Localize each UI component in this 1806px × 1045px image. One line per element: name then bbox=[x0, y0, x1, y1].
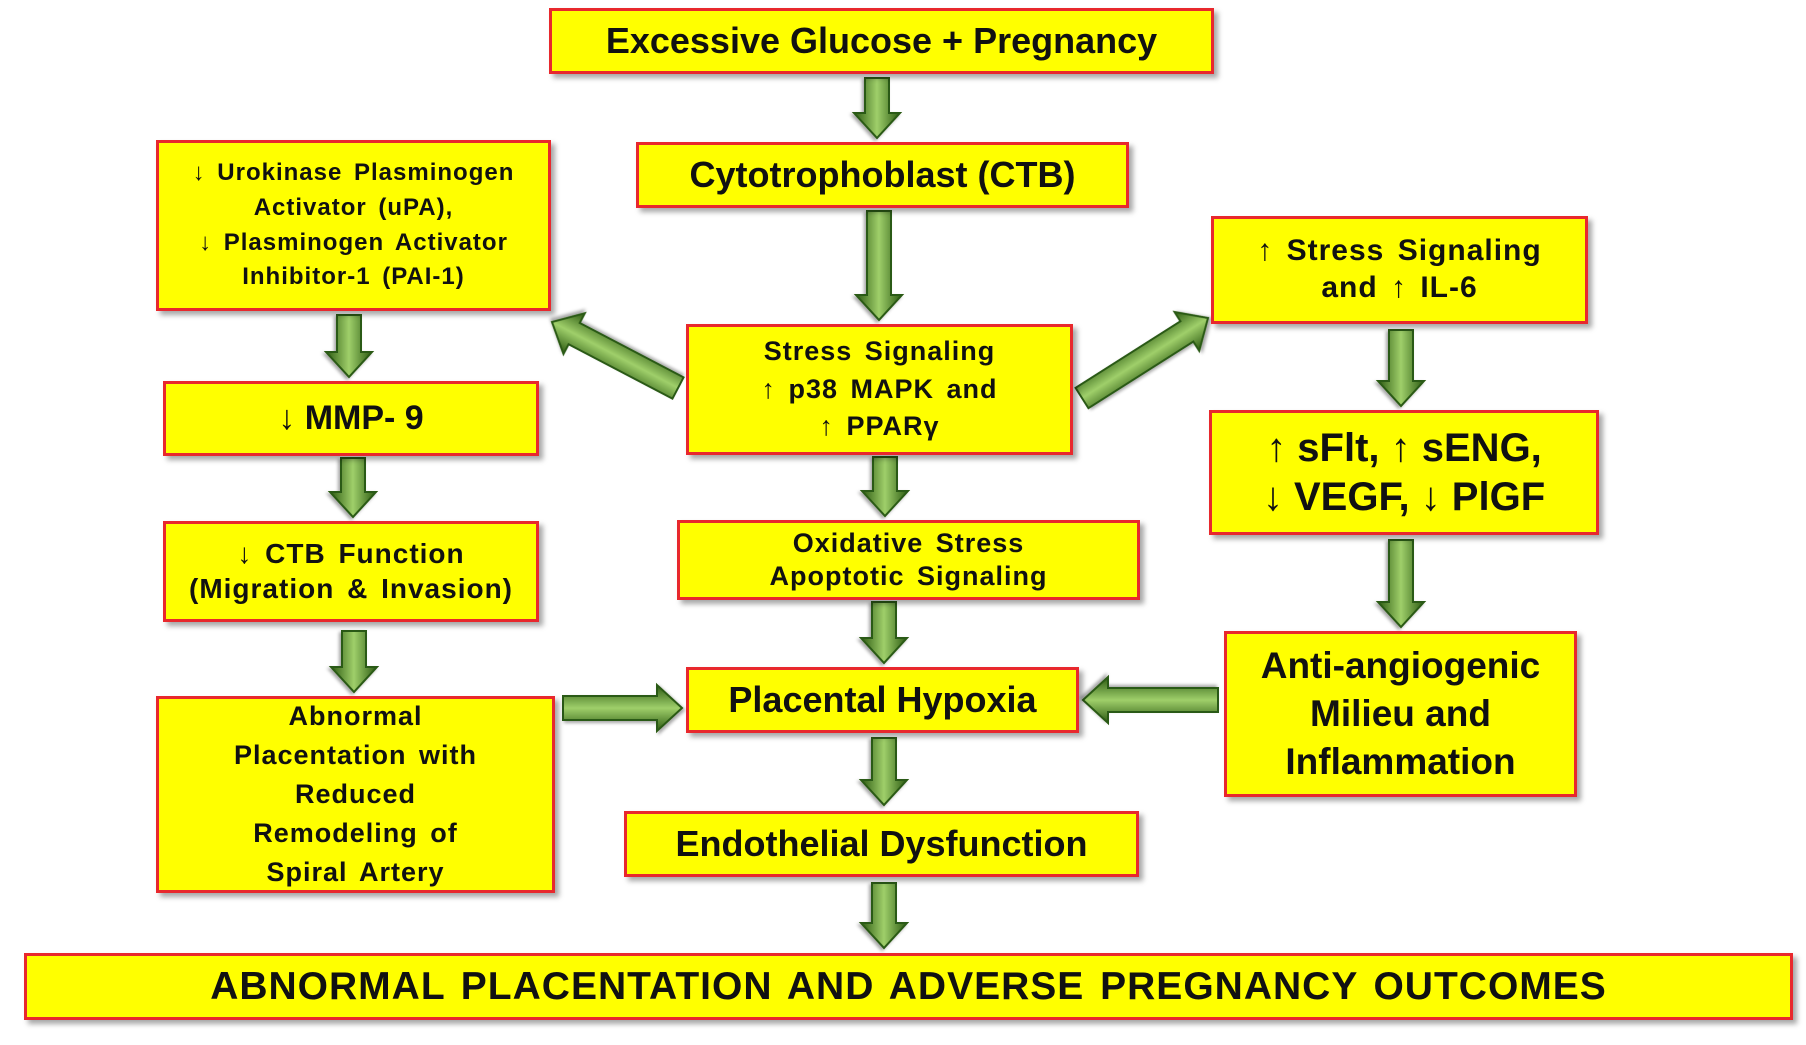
node-stress-center-line-3: ↑ PPARγ bbox=[819, 411, 940, 442]
arrow-hypoxia-to-endothelial bbox=[858, 737, 910, 807]
node-abnormal-placentation-line-5: Spiral Artery bbox=[266, 857, 445, 888]
block-arrow-shape bbox=[858, 737, 910, 807]
node-abnormal-placentation-line-2: Placentation with bbox=[233, 739, 478, 770]
node-abnormal-placentation-line-1: Abnormal bbox=[288, 700, 423, 731]
block-arrow-shape bbox=[1375, 329, 1427, 408]
node-glucose: Excessive Glucose + Pregnancy bbox=[549, 8, 1214, 74]
arrow-endothelial-to-outcome bbox=[858, 882, 910, 950]
block-arrow-shape bbox=[327, 457, 379, 519]
arrow-sflt-to-antiangiogenic bbox=[1375, 539, 1427, 629]
arrow-stress-center-to-upa bbox=[550, 311, 685, 400]
node-upa-line-2: Activator (uPA), bbox=[253, 193, 454, 221]
node-stress-center-line-1: Stress Signaling bbox=[763, 335, 996, 366]
block-arrow-shape bbox=[550, 311, 685, 400]
block-arrow-shape bbox=[1074, 310, 1210, 410]
node-outcome: ABNORMAL PLACENTATION AND ADVERSE PREGNA… bbox=[24, 953, 1793, 1020]
block-arrow-shape bbox=[328, 630, 380, 694]
arrow-stress-center-to-oxidative bbox=[859, 456, 911, 518]
node-upa-line-3: ↓ Plasminogen Activator bbox=[199, 228, 508, 256]
node-oxidative: Oxidative Stress Apoptotic Signaling bbox=[677, 520, 1140, 600]
node-ctb-line-1: Cytotrophoblast (CTB) bbox=[689, 154, 1076, 196]
block-arrow-shape bbox=[562, 682, 684, 734]
node-stress-center: Stress Signaling ↑ p38 MAPK and ↑ PPARγ bbox=[686, 324, 1073, 455]
node-sflt: ↑ sFlt, ↑ sENG, ↓ VEGF, ↓ PlGF bbox=[1209, 410, 1599, 535]
arrow-abnormal-placentation-to-hypoxia bbox=[562, 682, 684, 734]
node-outcome-line-1: ABNORMAL PLACENTATION AND ADVERSE PREGNA… bbox=[210, 964, 1607, 1008]
block-arrow-shape bbox=[851, 77, 903, 140]
node-abnormal-placentation: Abnormal Placentation with Reduced Remod… bbox=[156, 696, 555, 893]
node-hypoxia: Placental Hypoxia bbox=[686, 667, 1079, 733]
arrow-oxidative-to-hypoxia bbox=[858, 601, 910, 665]
node-oxidative-line-1: Oxidative Stress bbox=[792, 528, 1025, 559]
node-mmp9-line-1: ↓ MMP- 9 bbox=[278, 398, 424, 437]
node-antiangiogenic-line-2: Milieu and bbox=[1310, 692, 1491, 734]
node-upa-line-4: Inhibitor-1 (PAI-1) bbox=[242, 263, 465, 291]
node-antiangiogenic: Anti-angiogenic Milieu and Inflammation bbox=[1224, 631, 1577, 797]
node-stress-right-line-1: ↑ Stress Signaling bbox=[1257, 234, 1542, 268]
arrow-antiangiogenic-to-hypoxia bbox=[1081, 674, 1219, 726]
node-upa: ↓ Urokinase Plasminogen Activator (uPA),… bbox=[156, 140, 551, 311]
arrow-glucose-to-ctb bbox=[851, 77, 903, 140]
node-sflt-line-1: ↑ sFlt, ↑ sENG, bbox=[1266, 425, 1542, 470]
node-abnormal-placentation-line-4: Remodeling of bbox=[253, 818, 458, 849]
node-mmp9: ↓ MMP- 9 bbox=[163, 381, 539, 456]
block-arrow-shape bbox=[858, 601, 910, 665]
block-arrow-shape bbox=[1081, 674, 1219, 726]
node-glucose-line-1: Excessive Glucose + Pregnancy bbox=[605, 20, 1158, 62]
node-ctb-function-line-1: ↓ CTB Function bbox=[237, 538, 465, 570]
node-abnormal-placentation-line-3: Reduced bbox=[294, 778, 417, 809]
node-antiangiogenic-line-1: Anti-angiogenic bbox=[1260, 644, 1541, 686]
node-ctb-function: ↓ CTB Function (Migration & Invasion) bbox=[163, 521, 539, 622]
arrow-stress-right-to-sflt bbox=[1375, 329, 1427, 408]
node-endothelial-line-1: Endothelial Dysfunction bbox=[675, 823, 1088, 865]
block-arrow-shape bbox=[853, 210, 905, 322]
node-stress-right: ↑ Stress Signaling and ↑ IL-6 bbox=[1211, 216, 1588, 324]
arrow-upa-to-mmp9 bbox=[323, 314, 375, 379]
block-arrow-shape bbox=[1375, 539, 1427, 629]
arrow-ctb-to-stress-center bbox=[853, 210, 905, 322]
node-ctb-function-line-2: (Migration & Invasion) bbox=[189, 572, 513, 604]
arrow-ctb-function-to-abnormal-placentation bbox=[328, 630, 380, 694]
arrow-mmp9-to-ctb-function bbox=[327, 457, 379, 519]
node-ctb: Cytotrophoblast (CTB) bbox=[636, 142, 1129, 208]
node-upa-line-1: ↓ Urokinase Plasminogen bbox=[192, 158, 515, 186]
node-antiangiogenic-line-3: Inflammation bbox=[1285, 741, 1516, 783]
block-arrow-shape bbox=[323, 314, 375, 379]
block-arrow-shape bbox=[858, 882, 910, 950]
block-arrow-shape bbox=[859, 456, 911, 518]
node-oxidative-line-2: Apoptotic Signaling bbox=[769, 561, 1048, 591]
arrow-stress-center-to-stress-right bbox=[1074, 310, 1210, 410]
node-endothelial: Endothelial Dysfunction bbox=[624, 811, 1139, 877]
node-sflt-line-2: ↓ VEGF, ↓ PlGF bbox=[1262, 474, 1546, 519]
node-hypoxia-line-1: Placental Hypoxia bbox=[728, 679, 1037, 721]
node-stress-center-line-2: ↑ p38 MAPK and bbox=[761, 373, 998, 404]
node-stress-right-line-2: and ↑ IL-6 bbox=[1321, 271, 1478, 304]
